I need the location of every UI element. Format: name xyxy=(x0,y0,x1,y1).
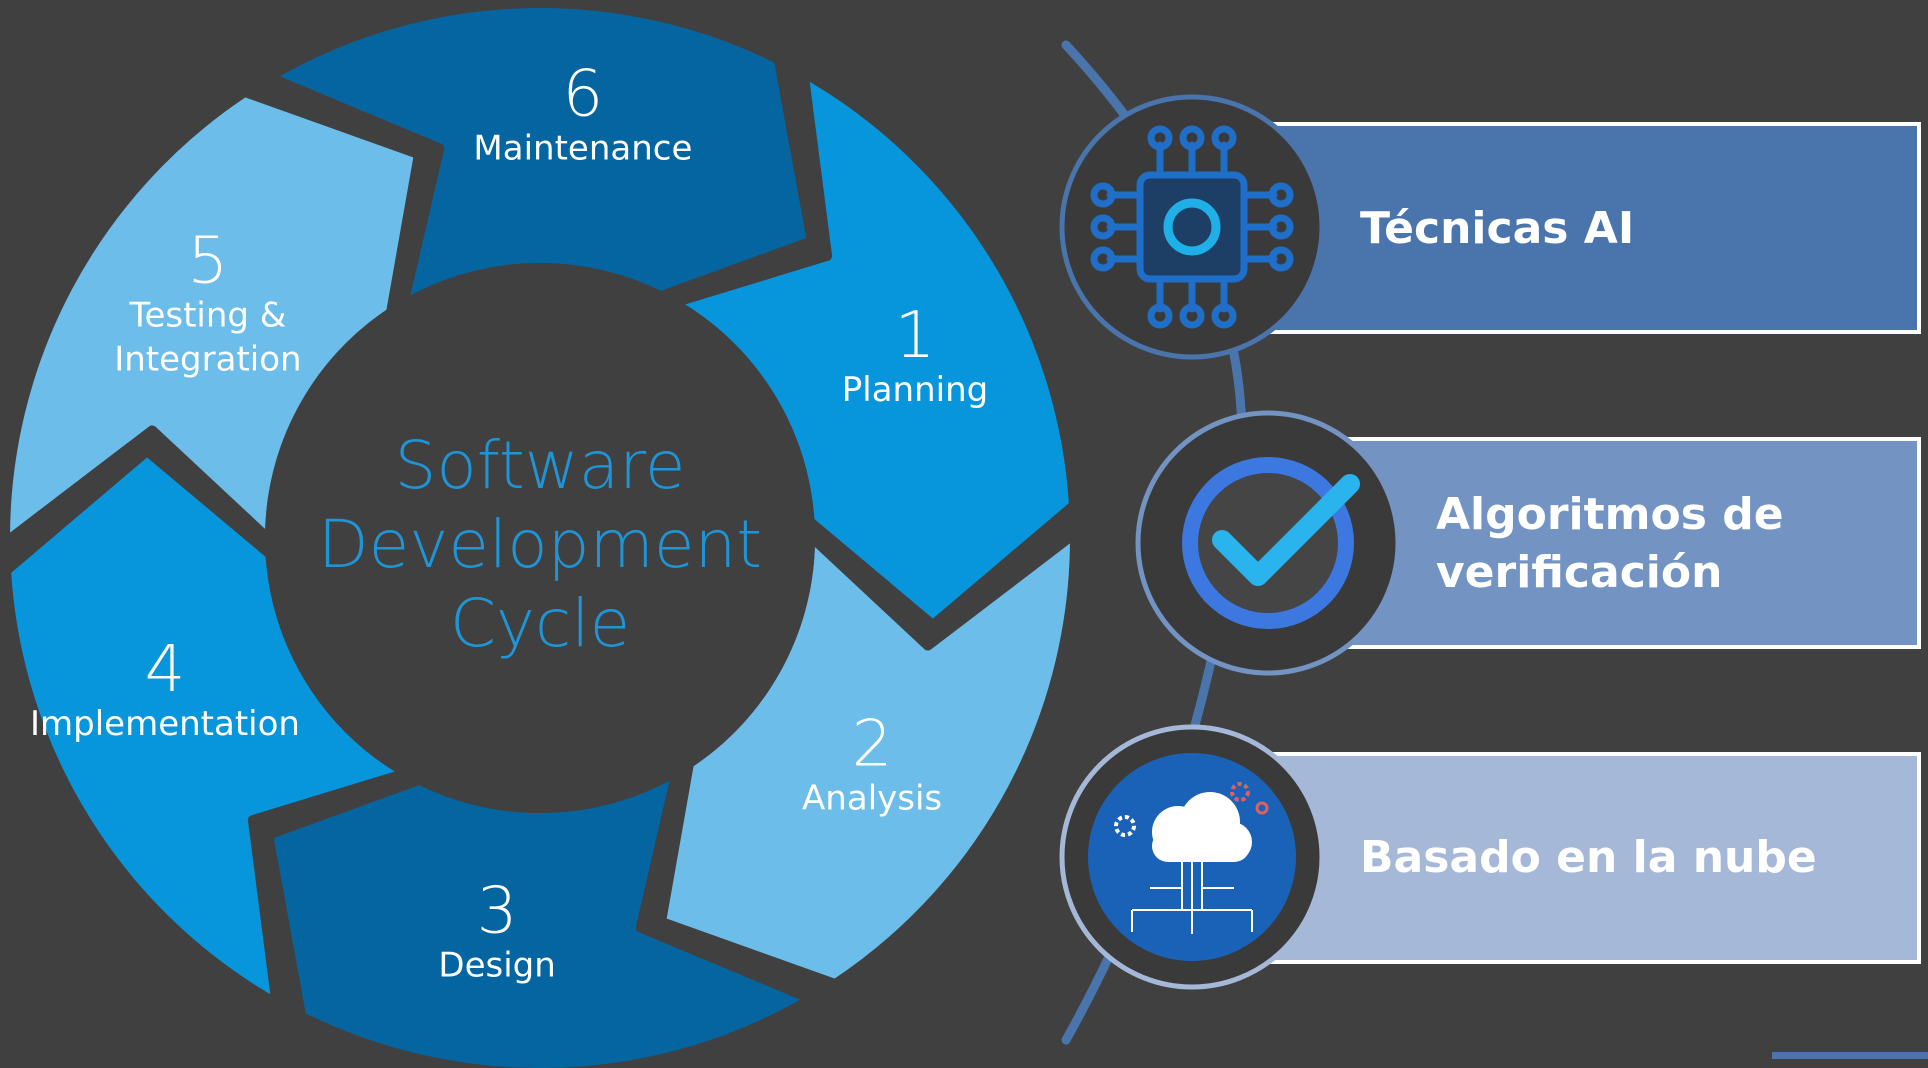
cycle-center: Software Development Cycle xyxy=(265,263,815,813)
panel-algoritmos: Algoritmos de verificación xyxy=(1328,437,1921,649)
cycle-segment-label: Integration xyxy=(114,340,301,380)
panel-label-line-1: Algoritmos de xyxy=(1436,489,1784,540)
cycle-segment-number: 4 xyxy=(145,633,186,707)
panel-bar xyxy=(1253,122,1921,334)
center-title-line-1: Software xyxy=(395,427,686,504)
cycle-segment-number: 5 xyxy=(188,225,229,299)
cycle-segment-number: 2 xyxy=(852,707,893,781)
cycle-segment-label: Analysis xyxy=(802,778,942,818)
panel-label-line-2: verificación xyxy=(1436,547,1722,598)
cloud-network-icon xyxy=(1059,724,1325,990)
accent-line xyxy=(1772,1052,1928,1059)
circuit-chip-icon xyxy=(1059,94,1325,360)
panel-label-line-1: Basado en la nube xyxy=(1360,832,1817,883)
panel-label-line-1: Técnicas AI xyxy=(1360,203,1634,254)
cycle-segment-label: Testing & xyxy=(128,296,286,336)
cycle-segment-number: 1 xyxy=(895,299,936,373)
panel-basado-nube: Basado en la nube xyxy=(1253,752,1921,964)
cycle-segment-label: Planning xyxy=(842,370,988,410)
center-title-line-3: Cycle xyxy=(450,585,630,662)
cycle-segment-label: Implementation xyxy=(30,704,300,744)
center-title-line-2: Development xyxy=(318,506,762,583)
cycle-segment-label: Maintenance xyxy=(473,129,692,169)
cycle-segment-number: 3 xyxy=(477,874,518,948)
panel-tecnicas-ai: Técnicas AI xyxy=(1253,122,1921,334)
panel-bar xyxy=(1328,437,1921,649)
center-hub xyxy=(265,263,815,813)
cycle-segment-label: Design xyxy=(438,945,555,985)
cycle-segment-number: 6 xyxy=(563,58,604,132)
check-circle-icon xyxy=(1135,410,1401,676)
